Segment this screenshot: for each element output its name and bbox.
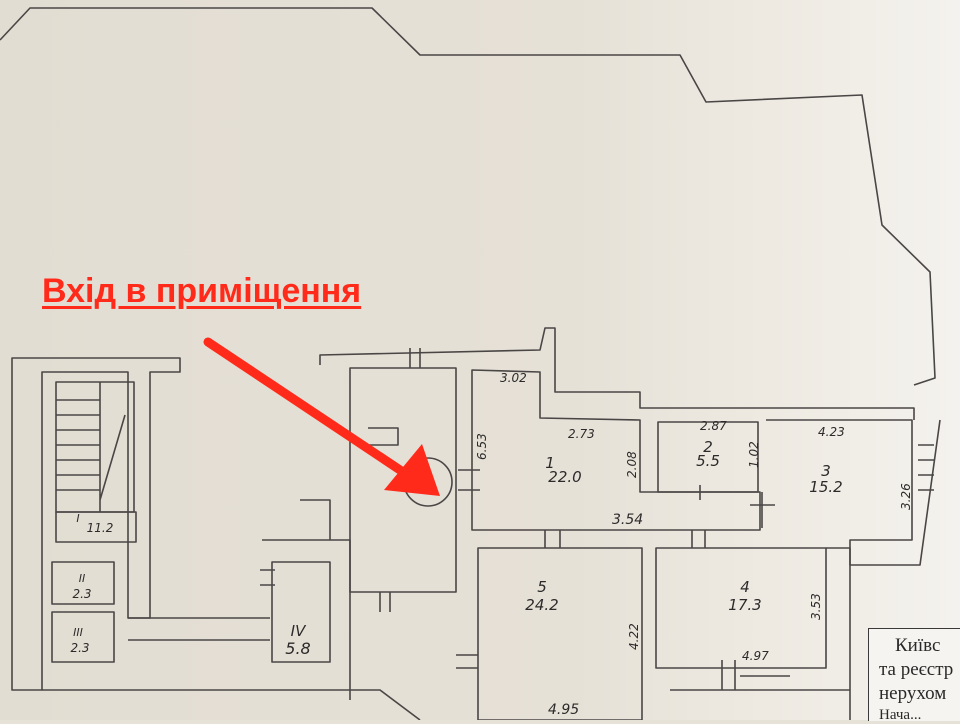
room-iv-number: IV	[291, 622, 307, 640]
room-ii-box	[51, 561, 115, 605]
room-3-number: 3	[821, 462, 831, 480]
entrance-room-notch	[368, 427, 399, 446]
room-4-area: 17.3	[728, 596, 761, 614]
room-i-box	[55, 511, 137, 543]
dim-label: 3.54	[612, 512, 643, 528]
room-4-box	[655, 547, 827, 669]
registry-stamp: Київс та реєстр нерухом Нача...	[868, 628, 960, 723]
dim-label: 2.87	[700, 419, 727, 433]
room-5-area: 24.2	[525, 596, 558, 614]
room-i-number: I	[76, 512, 79, 525]
stamp-line: та реєстр	[879, 659, 954, 680]
entrance-annotation-label: Вхід в приміщення	[42, 272, 362, 310]
dim-label: 3.26	[899, 483, 913, 510]
room-5-number: 5	[537, 578, 547, 596]
room-1-area: 22.0	[548, 468, 581, 486]
building-outline	[0, 7, 936, 386]
room-iv-area: 5.8	[285, 639, 310, 658]
dim-label: 6.53	[475, 433, 489, 460]
dim-label: 4.95	[548, 702, 579, 718]
entrance-room-inner	[349, 367, 457, 593]
dim-label: 2.73	[568, 427, 595, 441]
room-1-number: 1	[545, 454, 555, 472]
stamp-line: Нача...	[879, 707, 922, 723]
door-ticks	[260, 348, 934, 690]
dim-label: 3.53	[809, 593, 823, 620]
room-1-wall	[471, 369, 761, 531]
room-3-area: 15.2	[809, 478, 842, 496]
room-ii-number: II	[79, 572, 86, 585]
lower-right-wall	[670, 547, 851, 720]
dim-label: 1.02	[747, 441, 761, 468]
dim-label: 4.97	[742, 649, 769, 663]
entrance-arrow	[203, 337, 440, 496]
dim-label: 2.08	[625, 451, 639, 478]
room-2-box	[657, 421, 759, 493]
stair-flight	[55, 381, 135, 513]
corridor-stub	[262, 499, 351, 700]
room-2-number: 2	[703, 438, 713, 456]
room-2-area: 5.5	[696, 452, 720, 470]
corridor-wall	[42, 617, 421, 720]
dim-label: 4.22	[627, 623, 641, 650]
room-iii-box	[51, 611, 115, 663]
dim-label: 4.23	[818, 425, 845, 439]
room-4-number: 4	[740, 578, 750, 596]
room-3-wall	[766, 419, 941, 566]
stamp-line: нерухом	[879, 683, 947, 704]
room-iv-box	[271, 561, 331, 663]
room-5-box	[477, 547, 643, 720]
room-iii-number: III	[73, 626, 83, 639]
room-i-area: 11.2	[87, 521, 114, 535]
room-iii-area: 2.3	[70, 641, 89, 655]
dim-label: 3.02	[500, 371, 527, 385]
entrance-room-wall	[319, 327, 915, 420]
stair-treads	[56, 382, 126, 512]
stamp-line: Київс	[895, 635, 941, 656]
room-ii-area: 2.3	[72, 587, 91, 601]
